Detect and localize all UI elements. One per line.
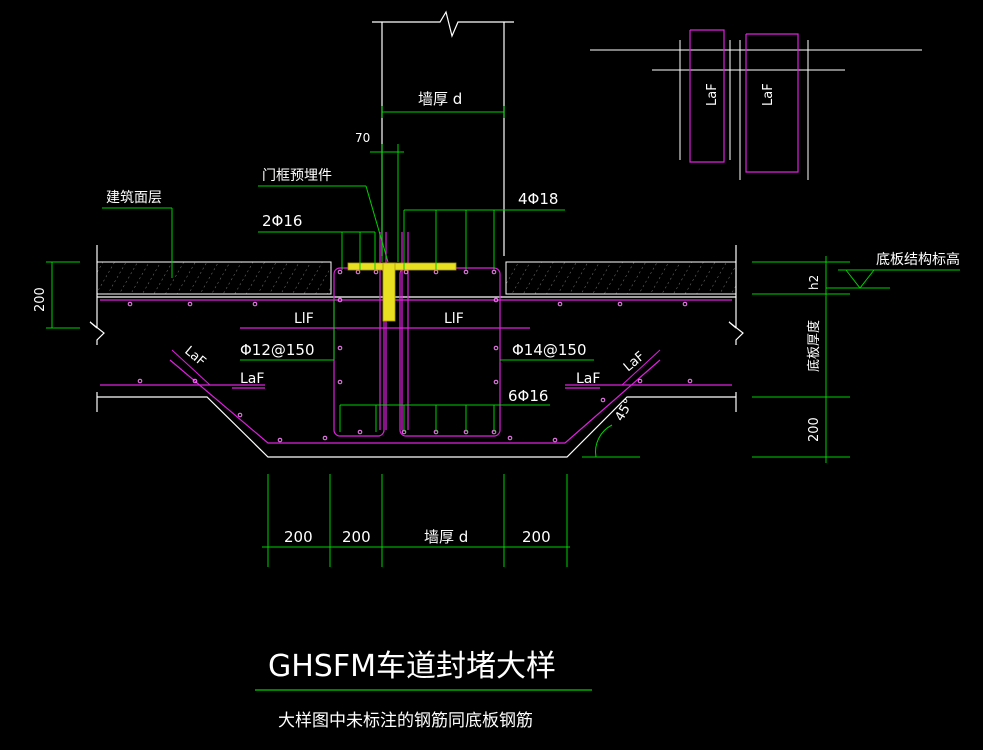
- dim-200-left-label: 200: [33, 287, 48, 312]
- angle-label: 45°: [612, 397, 637, 424]
- laf-diag-lines: [171, 349, 661, 386]
- h2-label: h2: [807, 275, 821, 290]
- dim-70-label: 70: [355, 131, 370, 145]
- phi12-label: Φ12@150: [240, 341, 315, 359]
- phi14-label: Φ14@150: [512, 341, 587, 359]
- rebar-4phi18-label: 4Φ18: [518, 190, 558, 208]
- laf-detail-2-label: LaF: [761, 83, 776, 106]
- dimension-lines: [46, 106, 960, 567]
- bottom-dim-1: 200: [284, 528, 313, 546]
- rebar-dots: [127, 269, 693, 443]
- dim-200-right-label: 200: [807, 417, 822, 442]
- llf-left-label: LlF: [294, 311, 314, 327]
- laf-right-diag-label: LaF: [621, 349, 648, 375]
- door-frame-embedded-part: [347, 262, 457, 322]
- laf-detail-1-label: LaF: [705, 83, 720, 106]
- bottom-dim-3: 墙厚 d: [424, 528, 468, 546]
- laf-left-label: LaF: [240, 371, 264, 387]
- laf-left-diag-label: LaF: [181, 344, 208, 370]
- wall-outline: [372, 10, 514, 256]
- llf-right-label: LlF: [444, 311, 464, 327]
- floor-elevation-label: 底板结构标高: [876, 251, 960, 268]
- title-main: GHSFM车道封堵大样: [268, 649, 556, 684]
- slab-thickness-label: 底板厚度: [806, 320, 822, 372]
- wall-thickness-top-label: 墙厚 d: [418, 90, 462, 108]
- door-frame-embed-label: 门框预埋件: [262, 168, 332, 184]
- bottom-dim-4: 200: [522, 528, 551, 546]
- laf-right-label: LaF: [576, 371, 600, 387]
- building-surface-label: 建筑面层: [106, 190, 162, 206]
- lap-detail: [590, 29, 922, 180]
- slab-outline: [89, 245, 744, 458]
- rebar-6phi16-label: 6Φ16: [508, 387, 548, 405]
- bottom-dim-2: 200: [342, 528, 371, 546]
- title-note: 大样图中未标注的钢筋同底板钢筋: [278, 711, 533, 731]
- rebar-2phi16-label: 2Φ16: [262, 212, 302, 230]
